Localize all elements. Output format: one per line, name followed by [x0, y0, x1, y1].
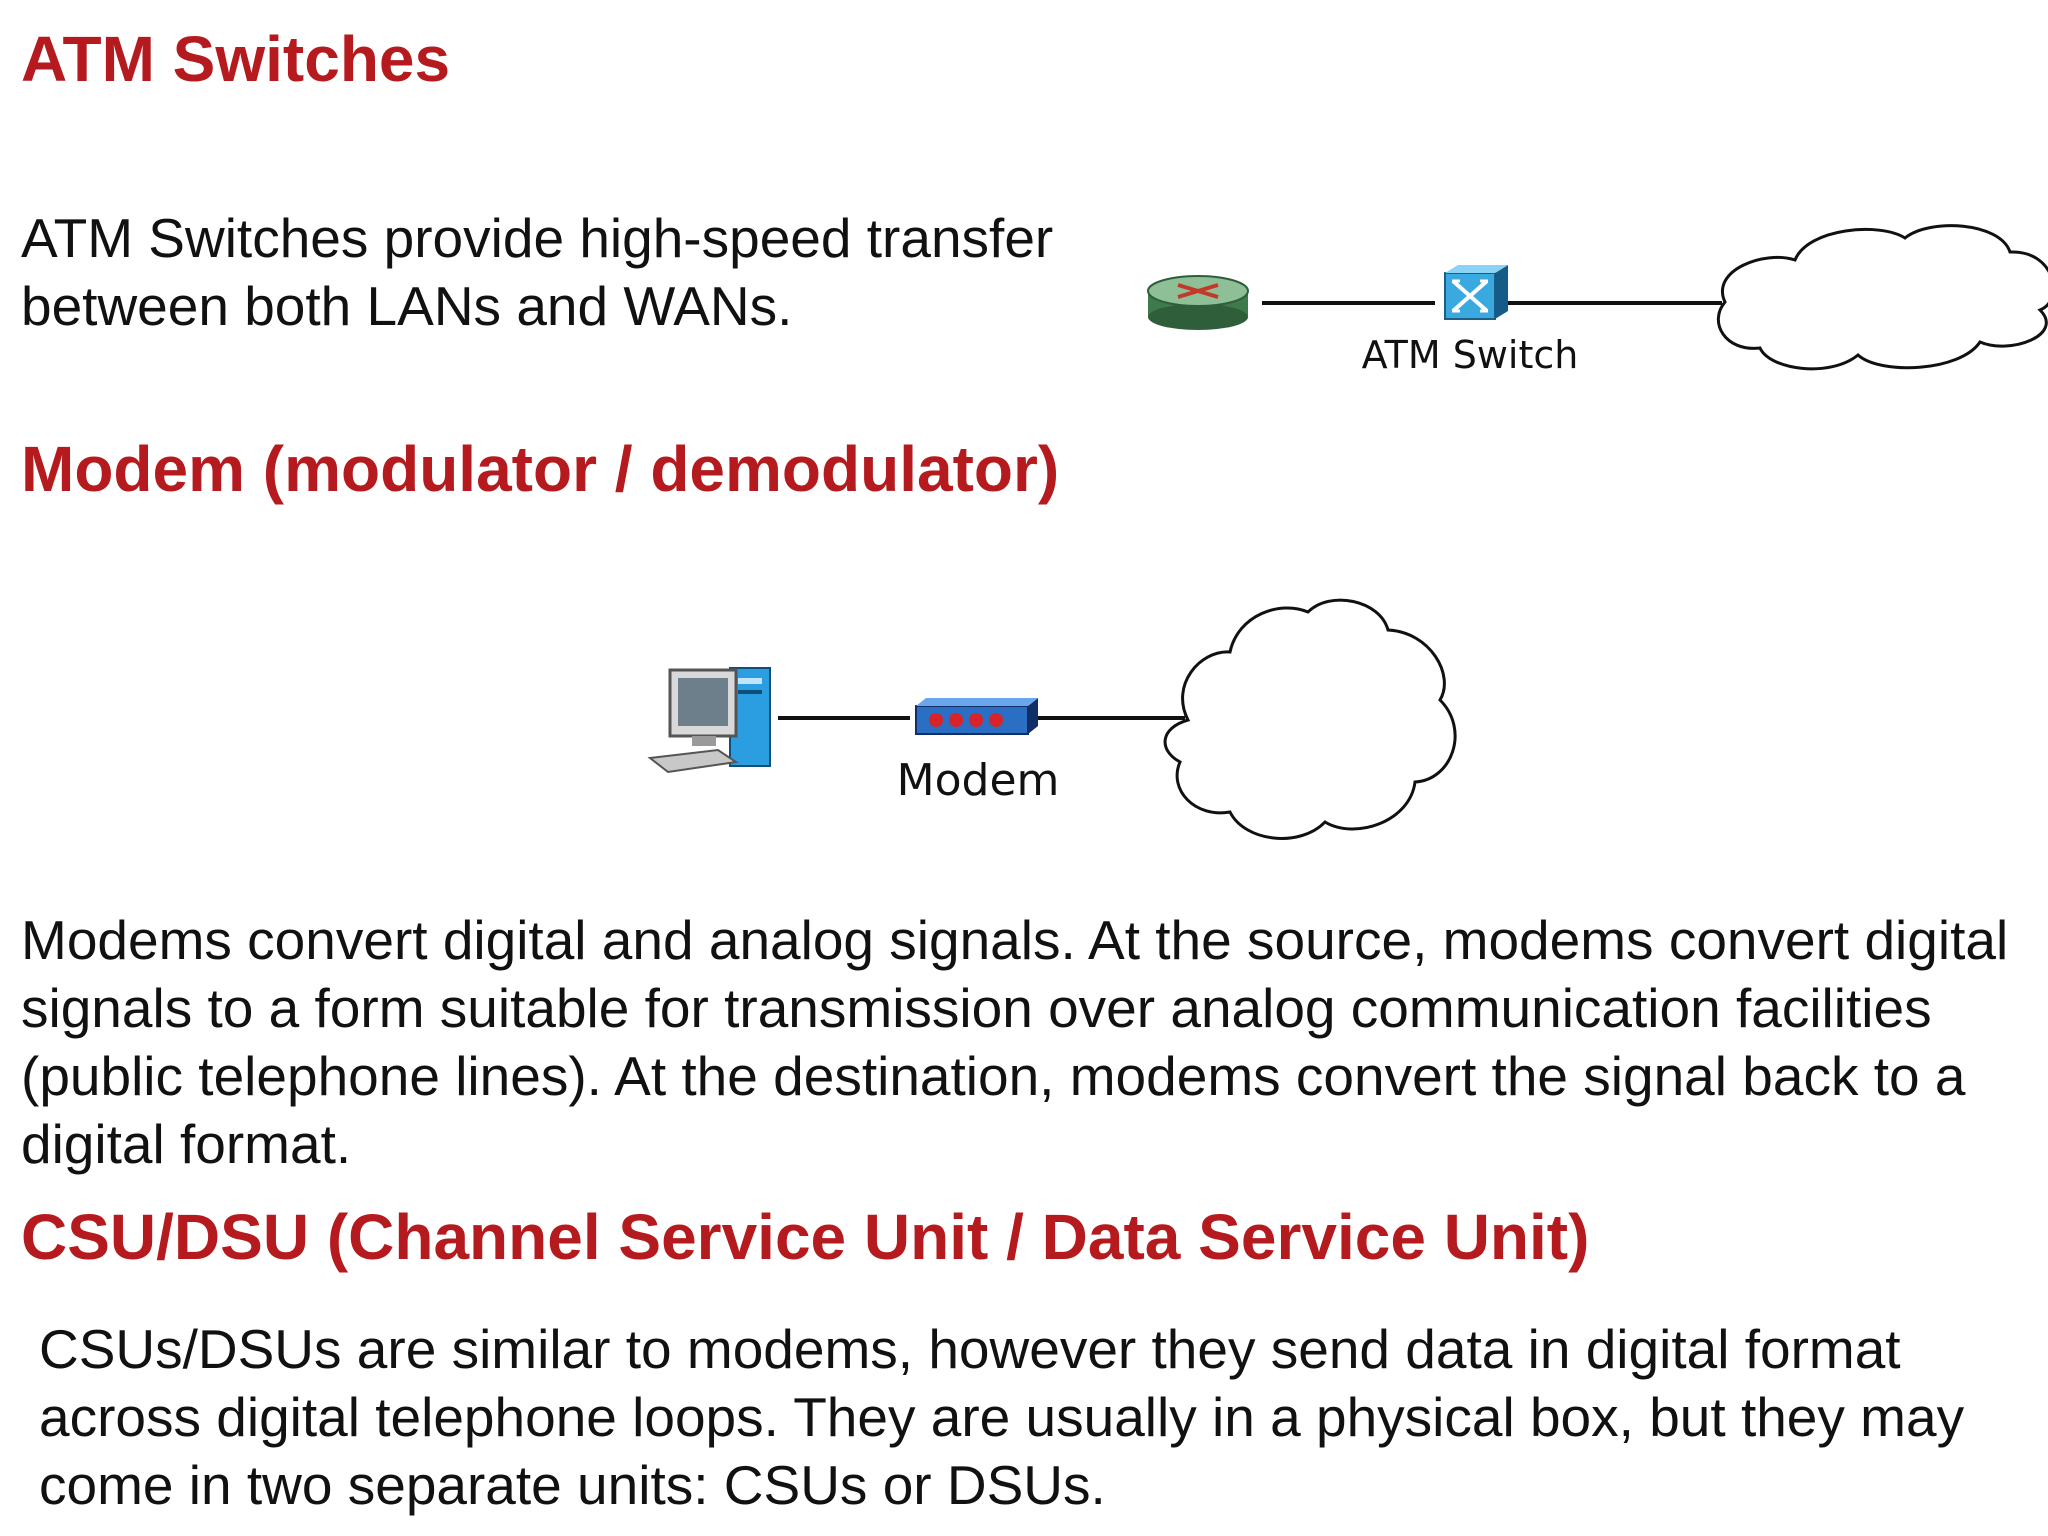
computer-icon	[647, 667, 771, 774]
atm-switches-heading: ATM Switches	[21, 23, 451, 95]
modem-heading: Modem (modulator / demodulator)	[21, 433, 1060, 505]
atm-switch-label: ATM Switch	[1362, 333, 1579, 377]
cloud-icon	[1163, 598, 1457, 840]
router-icon	[1147, 275, 1249, 330]
csu-dsu-heading: CSU/DSU (Channel Service Unit / Data Ser…	[21, 1201, 1590, 1273]
modem-icon	[915, 698, 1038, 735]
atm-switch-diagram: ATM Switch	[1147, 224, 2048, 377]
modem-label: Modem	[897, 755, 1060, 806]
csu-dsu-description: CSUs/DSUs are similar to modems, however…	[39, 1318, 1965, 1516]
modem-diagram: Modem	[647, 598, 1457, 840]
atm-switch-icon	[1444, 265, 1508, 320]
cloud-icon	[1716, 224, 2048, 371]
atm-switches-description: ATM Switches provide high-speed transfer…	[21, 207, 1054, 337]
modem-description: Modems convert digital and analog signal…	[21, 909, 2009, 1175]
